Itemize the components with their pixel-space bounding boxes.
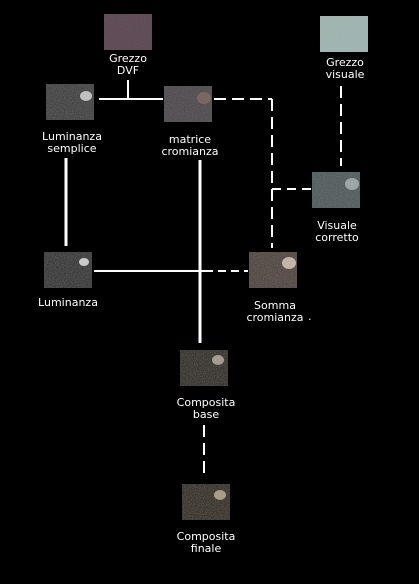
- thumb-matrice-cromianza: [164, 86, 212, 122]
- label-matrice-cromianza: matrice cromianza: [161, 133, 219, 158]
- thumb-luminanza: [44, 252, 92, 288]
- thumb-grezzo-dvf: [104, 14, 152, 50]
- label-composita-finale: Composita finale: [176, 530, 236, 555]
- thumbnails: [44, 14, 368, 520]
- label-grezzo-visuale: Grezzo visuale: [325, 56, 365, 81]
- label-somma-cromianza: Somma cromianza: [246, 299, 304, 324]
- connectors: [64, 80, 342, 477]
- label-composita-base: Composita base: [176, 396, 236, 421]
- thumb-visuale-corretto: [312, 172, 360, 208]
- thumb-somma-cromianza: [249, 252, 297, 288]
- thumb-luminanza-semplice: [46, 84, 94, 120]
- stray-mark: .: [308, 310, 312, 323]
- label-luminanza-semplice: Luminanza semplice: [42, 130, 102, 155]
- thumb-grezzo-visuale: [320, 16, 368, 52]
- thumb-composita-base: [180, 350, 228, 386]
- label-grezzo-dvf: Grezzo DVF: [109, 52, 147, 77]
- thumb-composita-finale: [182, 484, 230, 520]
- label-visuale-corretto: Visuale corretto: [315, 219, 359, 244]
- label-luminanza: Luminanza: [38, 296, 98, 309]
